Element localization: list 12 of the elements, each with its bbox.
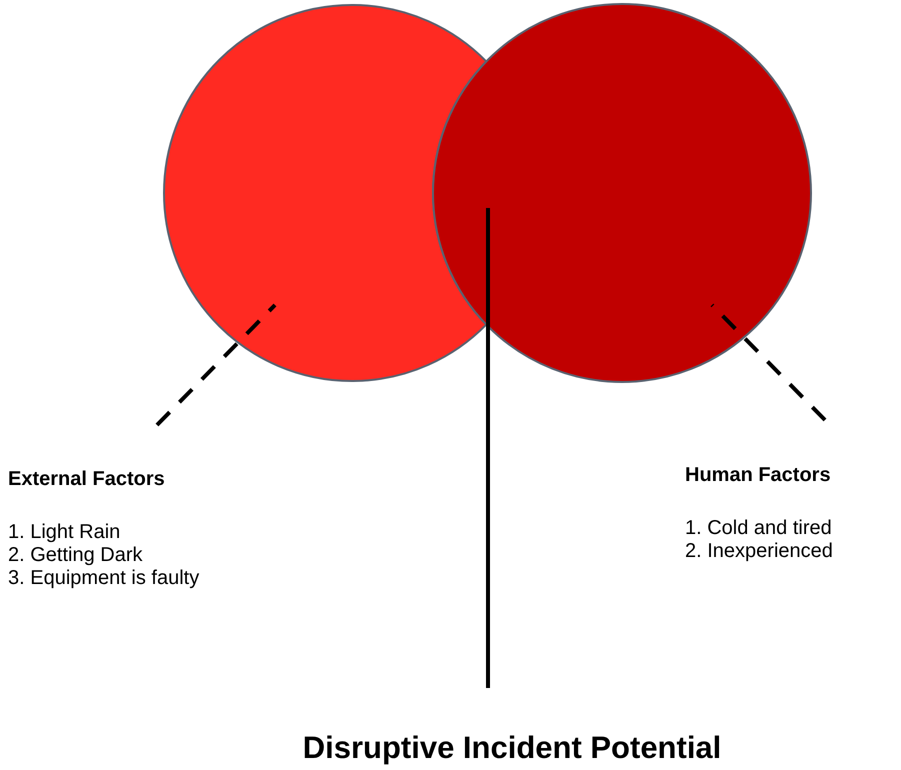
leader-line <box>710 304 826 422</box>
leader-line <box>156 304 276 426</box>
list-item: 2. Getting Dark <box>8 544 143 567</box>
leader-line <box>486 208 490 688</box>
list-item: 3. Equipment is faulty <box>8 567 200 590</box>
venn-circle <box>432 3 812 383</box>
list-item: 2. Inexperienced <box>685 540 833 563</box>
list-item: 1. Light Rain <box>8 521 120 544</box>
diagram-caption: Disruptive Incident Potential <box>302 730 722 766</box>
factor-heading: External Factors <box>8 468 165 491</box>
list-item: 1. Cold and tired <box>685 517 832 540</box>
factor-heading: Human Factors <box>685 464 831 487</box>
